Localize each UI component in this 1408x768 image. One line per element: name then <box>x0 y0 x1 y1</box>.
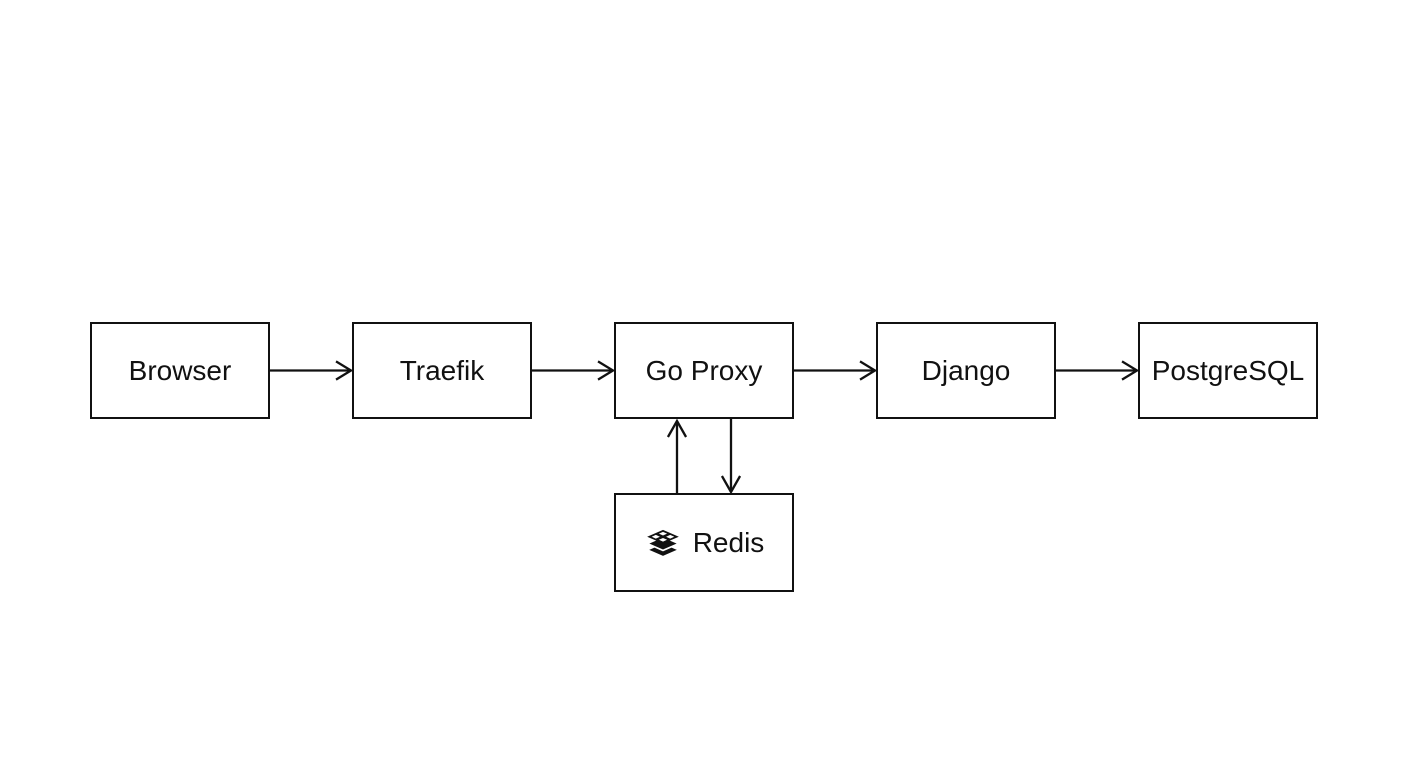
node-browser: Browser <box>90 322 270 419</box>
edge-traefik-to-goproxy <box>531 360 616 381</box>
edge-django-to-postgresql <box>1055 360 1140 381</box>
node-postgresql-label: PostgreSQL <box>1151 354 1305 386</box>
node-browser-label: Browser <box>128 354 232 386</box>
node-postgresql: PostgreSQL <box>1138 322 1318 419</box>
node-django: Django <box>876 322 1056 419</box>
node-redis: Redis <box>614 493 794 592</box>
node-go-proxy-label: Go Proxy <box>645 354 763 386</box>
node-django-label: Django <box>921 354 1011 386</box>
node-traefik-label: Traefik <box>399 354 485 386</box>
node-redis-label: Redis <box>692 526 765 558</box>
edge-browser-to-traefik <box>269 360 354 381</box>
redis-logo-icon <box>644 529 681 558</box>
edge-goproxy-to-django <box>793 360 878 381</box>
node-go-proxy: Go Proxy <box>614 322 794 419</box>
edge-redis-to-goproxy <box>666 418 688 494</box>
node-traefik: Traefik <box>352 322 532 419</box>
edge-goproxy-to-redis <box>720 418 742 495</box>
